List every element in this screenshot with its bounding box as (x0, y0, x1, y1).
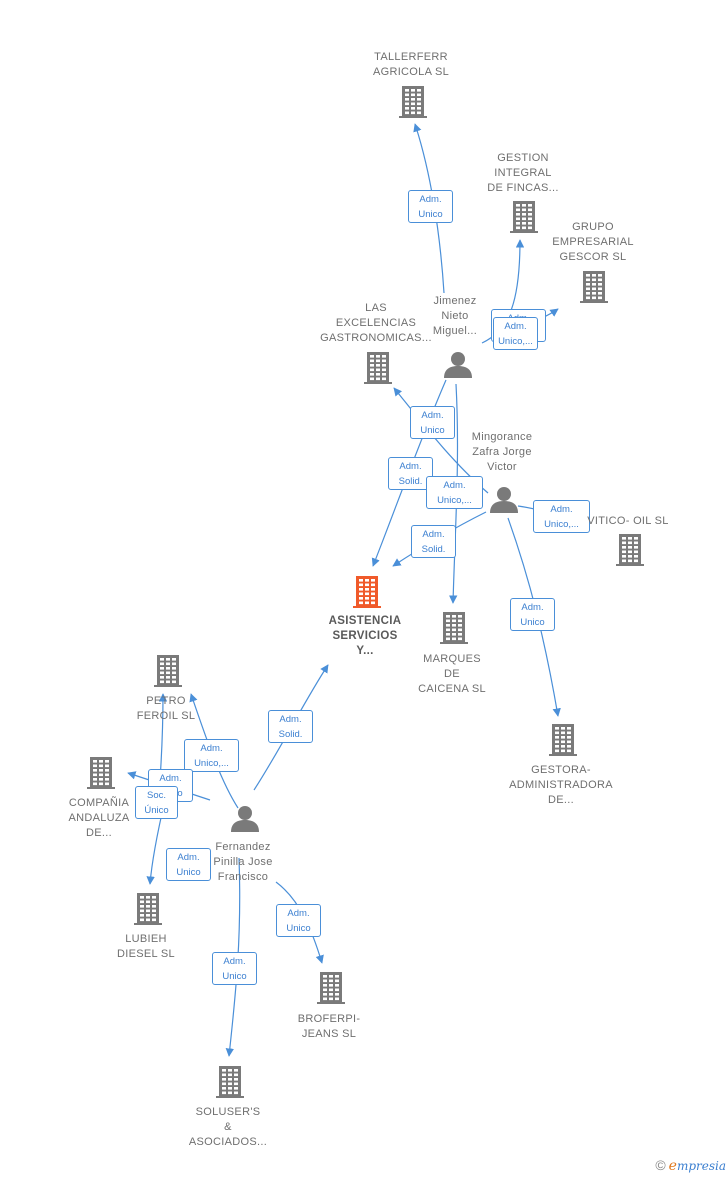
company-building-icon-broferpi[interactable] (317, 972, 345, 1004)
company-building-icon-marques[interactable] (440, 612, 468, 644)
node-label-petro[interactable]: PETRO FEROIL SL (136, 695, 196, 722)
company-building-icon-petro[interactable] (154, 655, 182, 687)
copyright-icon: © (655, 1157, 666, 1173)
edge-role-badge[interactable]: Adm. Unico (166, 848, 211, 881)
brand-footer: ©empresia (655, 1157, 726, 1174)
company-building-icon-asistencia[interactable] (353, 576, 381, 608)
company-building-icon-tallerferr[interactable] (399, 86, 427, 118)
node-label-soluser[interactable]: SOLUSER'S & ASOCIADOS... (188, 1106, 268, 1148)
company-building-icon-gestion[interactable] (510, 201, 538, 233)
person-icon-fernandez[interactable] (231, 806, 259, 832)
node-label-fernandez[interactable]: Fernandez Pinilla Jose Francisco (213, 841, 273, 883)
edge-role-badge[interactable]: Adm. Unico (212, 952, 257, 985)
edge-role-badge[interactable]: Adm. Unico,... (184, 739, 239, 772)
node-label-gestion[interactable]: GESTION INTEGRAL DE FINCAS... (487, 152, 559, 194)
company-building-icon-vitico[interactable] (616, 534, 644, 566)
edge-role-badge[interactable]: Adm. Unico,... (493, 317, 538, 350)
edge-role-badge[interactable]: Adm. Solid. (268, 710, 313, 743)
brand-logo-e: e (668, 1158, 677, 1174)
node-label-tallerferr[interactable]: TALLERFERR AGRICOLA SL (372, 51, 450, 78)
edge-role-badge[interactable]: Adm. Unico (276, 904, 321, 937)
company-building-icon-grupo[interactable] (580, 271, 608, 303)
node-label-excelencias[interactable]: LAS EXCELENCIAS GASTRONOMICAS... (320, 302, 432, 344)
node-label-jimenez[interactable]: Jimenez Nieto Miguel... (432, 295, 478, 337)
person-icon-mingorance[interactable] (490, 487, 518, 513)
node-label-mingorance[interactable]: Mingorance Zafra Jorge Victor (471, 431, 533, 473)
edge-role-badge[interactable]: Adm. Unico,... (426, 476, 483, 509)
company-building-icon-lubieh[interactable] (134, 893, 162, 925)
node-label-compania[interactable]: COMPAÑIA ANDALUZA DE... (68, 797, 130, 839)
node-label-broferpi[interactable]: BROFERPI- JEANS SL (297, 1013, 361, 1040)
node-label-lubieh[interactable]: LUBIEH DIESEL SL (117, 933, 175, 960)
edge-role-badge[interactable]: Adm. Unico (408, 190, 453, 223)
node-label-asistencia[interactable]: ASISTENCIA SERVICIOS Y... (328, 615, 402, 657)
node-label-grupo[interactable]: GRUPO EMPRESARIAL GESCOR SL (552, 221, 634, 263)
node-label-gestora[interactable]: GESTORA- ADMINISTRADORA DE... (509, 764, 613, 806)
company-building-icon-compania[interactable] (87, 757, 115, 789)
edge-role-badge[interactable]: Adm. Solid. (388, 457, 433, 490)
person-icon-jimenez[interactable] (444, 352, 472, 378)
node-label-vitico[interactable]: VITICO- OIL SL (587, 515, 669, 527)
brand-name: mpresia (676, 1159, 726, 1173)
edge-role-badge[interactable]: Adm. Solid. (411, 525, 456, 558)
edge-role-badge[interactable]: Adm. Unico (410, 406, 455, 439)
edge-role-badge[interactable]: Adm. Unico (510, 598, 555, 631)
company-building-icon-gestora[interactable] (549, 724, 577, 756)
company-building-icon-excelencias[interactable] (364, 352, 392, 384)
edge-role-badge[interactable]: Soc. Único (135, 786, 178, 819)
edge-role-badge[interactable]: Adm. Unico,... (533, 500, 590, 533)
company-building-icon-soluser[interactable] (216, 1066, 244, 1098)
node-label-marques[interactable]: MARQUES DE CAICENA SL (418, 653, 486, 695)
